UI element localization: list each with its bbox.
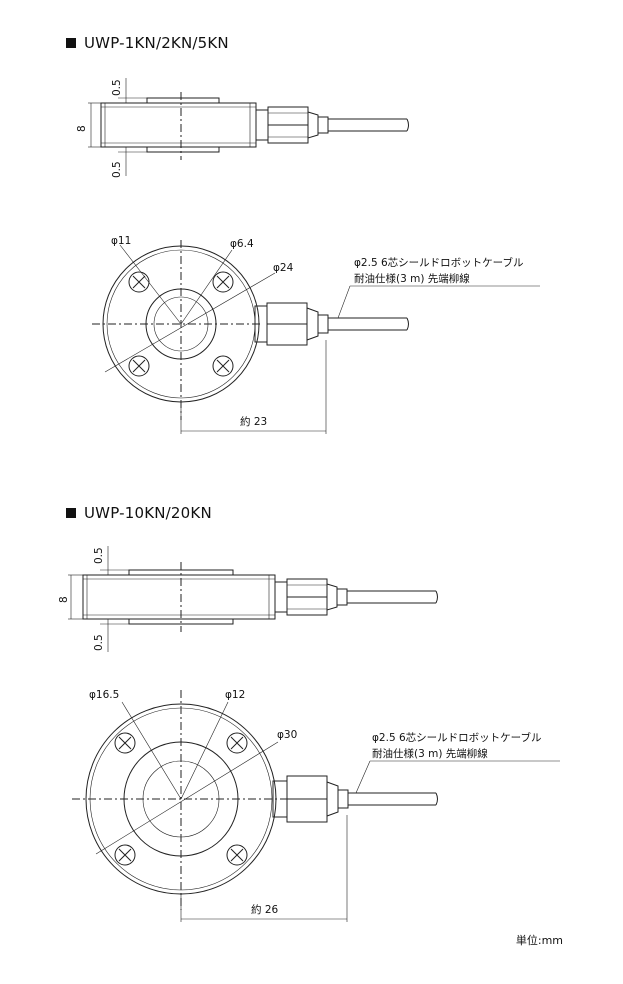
cable-note-line-1: φ2.5 6芯シールドロボットケーブル [354,257,524,269]
dim-height: 8 [76,125,88,132]
dim-bottom-gap: 0.5 [111,161,123,178]
bullet-square-icon [66,38,76,48]
section-title-2: UWP-10KN/20KN [66,504,212,522]
bullet-square-icon [66,508,76,518]
dim-bore: φ11 [111,235,132,247]
dim-top-gap: 0.5 [111,79,123,96]
dim-outer: φ30 [277,729,298,741]
dim-hole: φ6.4 [230,238,254,250]
section-title-text: UWP-1KN/2KN/5KN [84,34,229,52]
dim-height: 8 [58,596,70,603]
section-title-1: UWP-1KN/2KN/5KN [66,34,229,52]
dim-top-gap: 0.5 [93,547,105,564]
cable-note-line-1: φ2.5 6芯シールドロボットケーブル [372,732,542,744]
front-view-large [72,690,560,922]
dim-bore: φ16.5 [89,689,120,701]
dim-bottom-gap: 0.5 [93,634,105,651]
dim-hole: φ12 [225,689,246,701]
section-title-text: UWP-10KN/20KN [84,504,212,522]
dim-outer: φ24 [273,262,294,274]
cable-note-line-2: 耐油仕様(3 m) 先端柳線 [372,748,488,760]
dim-length: 約 23 [240,416,268,428]
cable-note-line-2: 耐油仕様(3 m) 先端柳線 [354,273,470,285]
units-label: 単位:mm [515,934,563,947]
dim-length: 約 26 [251,904,279,916]
side-view-large [68,546,438,652]
side-view-small [88,78,409,176]
